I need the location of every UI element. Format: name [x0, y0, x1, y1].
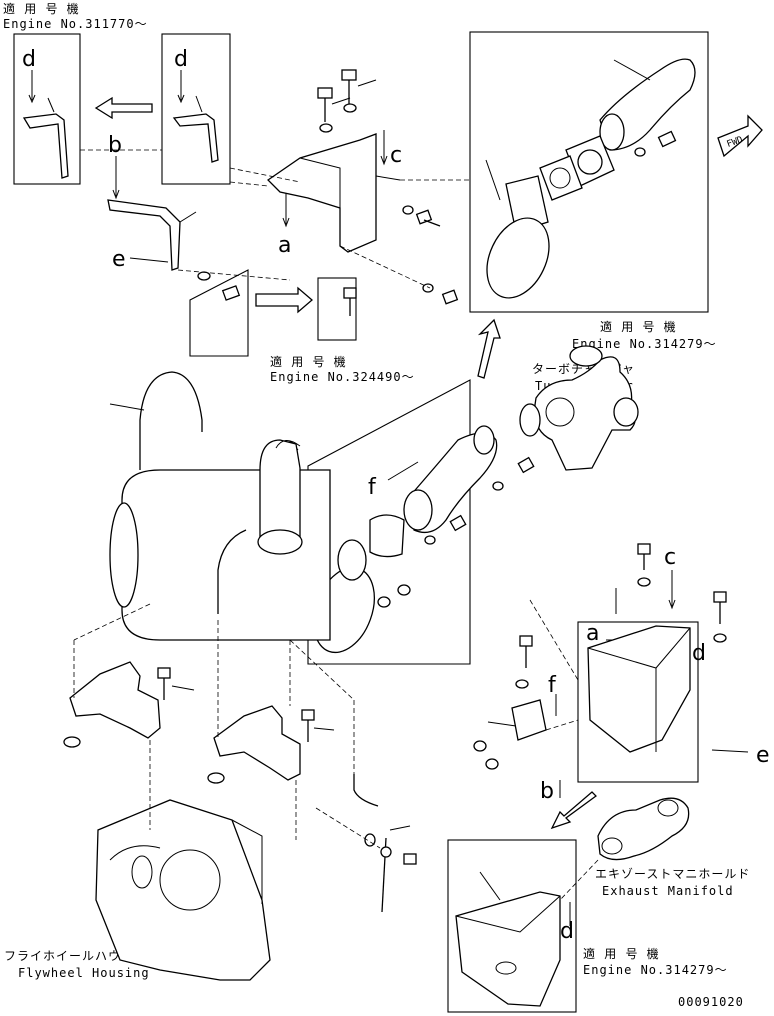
adapter-flange	[565, 135, 615, 187]
note-324490-jp: 適 用 号 機	[270, 354, 347, 369]
callout-e-1: e	[112, 247, 126, 272]
callout-b-2: b	[540, 779, 554, 804]
note-314279-top-jp: 適 用 号 機	[600, 319, 677, 334]
upper-heat-shield	[266, 133, 401, 253]
callout-d-1: d	[22, 47, 36, 72]
exhaust-manifold-label-en: Exhaust Manifold	[602, 884, 734, 898]
detail-box-311770-new	[13, 33, 81, 185]
note-311770-jp: 適 用 号 機	[3, 1, 80, 16]
note-314279-top-en: Engine No.314279～	[572, 337, 717, 351]
exhaust-manifold	[597, 797, 690, 861]
elbow-flange	[505, 175, 549, 233]
mount-bracket-right	[213, 705, 335, 781]
u-bolt-lower	[217, 529, 247, 614]
flywheel-housing-label-en: Flywheel Housing	[18, 966, 150, 980]
muffler-tail-pipe	[257, 439, 303, 555]
bolts-main	[377, 456, 535, 608]
clamp-sleeve	[369, 514, 405, 558]
detail-box-cover	[577, 621, 699, 783]
muffler-outlet-ring	[337, 539, 367, 581]
connector-lines	[73, 149, 599, 901]
stay-bracket-new	[22, 97, 69, 179]
callout-b-1: b	[108, 133, 122, 158]
note-314279-bottom-jp: 適 用 号 機	[583, 946, 660, 961]
drawing-number: 00091020	[678, 995, 744, 1009]
mount-washers	[63, 736, 225, 784]
bolts-cover	[473, 543, 727, 770]
fwd-direction-marker: FWD	[717, 114, 763, 158]
detail-box-324490-old	[189, 269, 249, 357]
detail-box-324490-new	[317, 277, 357, 341]
callout-a-2: a	[586, 621, 599, 646]
exhaust-elbow-pipe	[599, 58, 696, 151]
callout-c-2: c	[664, 545, 676, 570]
hollow-arrow-down-left	[550, 791, 597, 830]
alt-heat-cover	[455, 871, 561, 1007]
stay-bracket-main	[107, 199, 197, 271]
detail-box-311770-old	[161, 33, 231, 185]
callout-a-1: a	[278, 233, 291, 258]
exhaust-pipe-main	[403, 425, 498, 534]
exhaust-manifold-label-jp: エキゾーストマニホールド	[595, 867, 750, 881]
detail-box-314279-top	[469, 31, 709, 313]
turbocharger	[534, 345, 639, 471]
u-bolt	[109, 371, 203, 470]
callout-e-2: e	[756, 743, 770, 768]
clamp-ring-top	[485, 159, 550, 299]
note-311770-en: Engine No.311770～	[3, 17, 148, 31]
hollow-arrow-right	[255, 286, 313, 314]
note-324490-en: Engine No.324490～	[270, 370, 415, 384]
turbo-gasket-ring	[519, 403, 541, 437]
flywheel-housing	[95, 799, 271, 981]
detail-box-314279-bottom	[447, 839, 577, 1013]
mount-bracket-left	[69, 661, 195, 739]
hollow-arrow-up	[477, 318, 501, 379]
support-rod	[353, 774, 417, 913]
bolt-top-right	[634, 130, 677, 157]
callout-f-2: f	[548, 673, 557, 698]
bolts-top	[197, 69, 459, 316]
stay-bracket-old	[172, 95, 219, 163]
callout-f-1: f	[368, 475, 377, 500]
gasket	[539, 155, 583, 201]
callout-d-4: d	[560, 919, 574, 944]
callout-c-1: c	[390, 143, 402, 168]
manifold-heat-cover	[587, 625, 691, 753]
small-bracket	[487, 699, 547, 741]
hollow-arrow-left	[94, 96, 153, 120]
callout-d-2: d	[174, 47, 188, 72]
callout-arrows	[28, 70, 749, 926]
note-314279-bottom-en: Engine No.314279～	[583, 963, 728, 977]
callout-d-3: d	[692, 641, 706, 666]
